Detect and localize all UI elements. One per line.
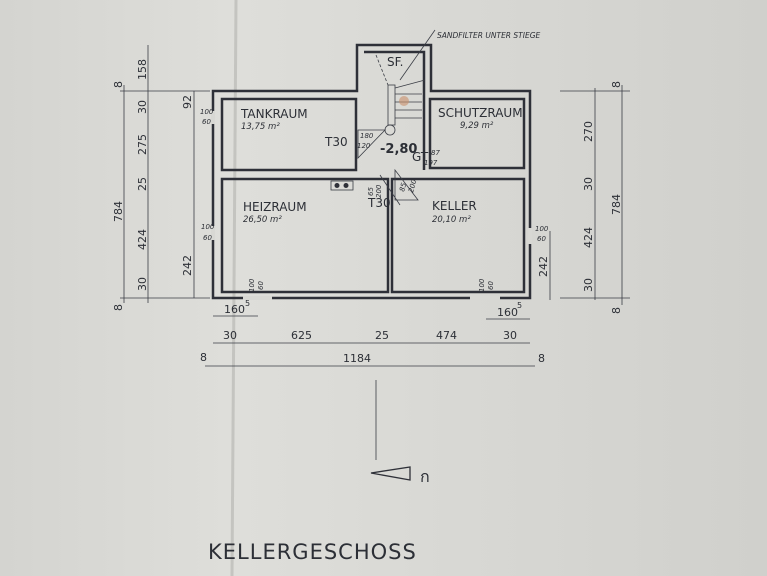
window-width: 100 <box>535 225 549 233</box>
door-width: 65 <box>367 187 375 196</box>
door-height: 197 <box>424 159 438 167</box>
room-name-keller: KELLER <box>432 199 477 213</box>
dim-value: 8 <box>610 307 623 314</box>
dim-value: 8 <box>112 304 125 311</box>
dim-value: 158 <box>136 59 149 80</box>
dim-value: 424 <box>136 229 149 250</box>
drawing-title: KELLERGESCHOSS <box>208 540 417 564</box>
door-height: 200 <box>407 178 418 194</box>
room-name-schutzraum: SCHUTZRAUM <box>438 106 523 120</box>
dim-value: 160 <box>224 303 245 316</box>
room-name-tankraum: TANKRAUM <box>240 107 308 121</box>
room-area-keller: 20,10 m² <box>432 215 471 225</box>
sf-label: SF. <box>387 55 403 69</box>
window-width: 100 <box>200 108 214 116</box>
dim-value: 92 <box>181 95 194 109</box>
room-name-heizraum: HEIZRAUM <box>243 200 307 214</box>
dim-value: 25 <box>375 329 389 342</box>
dim-value: 30 <box>582 278 595 292</box>
door-label-t30-lower: T30 <box>367 196 391 210</box>
room-area-schutzraum: 9,29 m² <box>460 121 494 131</box>
dim-total: 784 <box>610 194 623 215</box>
window-width: 100 <box>201 223 215 231</box>
leader-line <box>399 29 436 81</box>
dim-value: 242 <box>181 255 194 276</box>
door-label-t30: T30 <box>324 135 348 149</box>
dim-value: 8 <box>538 352 545 365</box>
room-area-heizraum: 26,50 m² <box>243 215 282 225</box>
dim-value: 30 <box>223 329 237 342</box>
boiler-icon <box>330 180 354 191</box>
right-dimensions: 270 30 424 30 784 8 8 242 <box>537 81 623 314</box>
dim-value: 8 <box>610 81 623 88</box>
door-height: 120 <box>357 142 371 150</box>
window-width: 100 <box>248 278 256 292</box>
dim-value: 30 <box>136 100 149 114</box>
door-label-gt: GT <box>412 150 429 164</box>
north-arrow-icon: ก <box>370 466 430 486</box>
bottom-dimensions: 160 5 160 5 30 625 25 474 30 1184 8 8 <box>200 299 545 365</box>
door-width: 85 <box>398 181 408 192</box>
dim-value: 275 <box>136 134 149 155</box>
level-label: -2,80 <box>380 142 417 157</box>
window-height: 60 <box>257 281 265 290</box>
window-width: 100 <box>478 278 486 292</box>
dim-value: 5 <box>245 299 250 308</box>
room-area-tankraum: 13,75 m² <box>241 122 280 132</box>
dim-value: 8 <box>112 81 125 88</box>
dim-value: 30 <box>136 277 149 291</box>
dimension-lines <box>120 45 630 367</box>
left-dimensions: 158 30 275 25 424 30 784 8 8 92 242 <box>112 59 194 311</box>
paper-fold <box>230 0 238 576</box>
door-width: 87 <box>431 149 440 157</box>
dim-value: 474 <box>436 329 457 342</box>
dim-value: 242 <box>537 256 550 277</box>
dim-value: 625 <box>291 329 312 342</box>
door-width: 180 <box>360 132 374 140</box>
door-height: 200 <box>375 184 383 198</box>
dim-value: 8 <box>200 351 207 364</box>
dim-value: 30 <box>503 329 517 342</box>
sandfilter-note: SANDFILTER UNTER STIEGE <box>437 31 541 40</box>
window-height: 60 <box>487 281 495 290</box>
dim-total: 784 <box>112 201 125 222</box>
dim-value: 5 <box>517 301 522 310</box>
dim-value: 270 <box>582 121 595 142</box>
walls <box>211 43 532 300</box>
level-marker-icon <box>384 124 396 136</box>
window-height: 60 <box>537 235 546 243</box>
dim-value: 160 <box>497 306 518 319</box>
dim-value: 424 <box>582 227 595 248</box>
svg-text:ก: ก <box>420 467 430 486</box>
door-swings <box>357 129 419 206</box>
dim-value: 30 <box>582 177 595 191</box>
dim-total: 1184 <box>343 352 371 365</box>
dim-value: 25 <box>136 177 149 191</box>
window-height: 60 <box>203 234 212 242</box>
window-height: 60 <box>202 118 211 126</box>
